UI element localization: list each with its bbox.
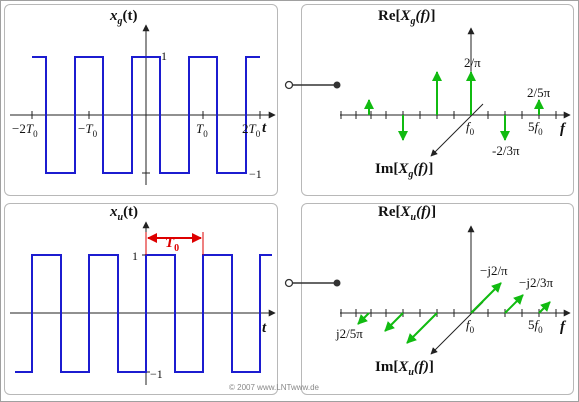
im-label-bottom: Im[Xu(f)] (375, 359, 434, 378)
re-label-bottom: Re[Xu(f)] (378, 204, 436, 223)
amp-high-label-bottom: 1 (132, 249, 138, 263)
re-label-top: Re[Xg(f)] (378, 8, 436, 27)
amp-low-label-bottom: −1 (150, 367, 163, 381)
f-axis-label-top: f (560, 121, 567, 137)
t-axis-label-bottom: t (262, 320, 267, 336)
transform-connector-top (284, 80, 341, 90)
coef-label-j2-over-5pi: j2/5π (335, 326, 363, 341)
copyright-notice: © 2007 www.LNTwww.de (229, 383, 319, 392)
coef-label-minus-2-over-3pi: -2/3π (492, 143, 520, 158)
transform-connector-bottom (284, 278, 341, 288)
square-wave-even (32, 56, 260, 174)
tick-label-2T0: 2T0 (242, 121, 261, 139)
square-wave-odd (15, 254, 272, 373)
f0-label-bottom: f0 (466, 317, 475, 335)
signal-label-xg: xg(t) (109, 8, 138, 27)
period-marker (145, 232, 204, 255)
coef-label-minus-j2-over-3pi: −j2/3π (519, 275, 554, 290)
f0-label-top: f0 (466, 119, 475, 137)
amp-high-label-top: 1 (161, 49, 167, 63)
amp-low-label-top: −1 (249, 167, 262, 181)
f-ticks-top (340, 111, 557, 119)
t-axis-label-top: t (262, 120, 267, 136)
spectral-lines-even (364, 71, 544, 141)
5f0-label-bottom: 5f0 (528, 317, 543, 335)
f-axis-label-bottom: f (560, 319, 567, 335)
im-axis-top (430, 103, 484, 157)
signal-label-xu: xu(t) (109, 204, 138, 223)
im-label-top: Im[Xg(f)] (375, 161, 433, 180)
tick-label-minus-2T0: −2T0 (12, 121, 38, 139)
panel-bottom-right (301, 203, 574, 395)
spectral-lines-odd (357, 282, 551, 344)
panel-top-left (4, 4, 278, 196)
tick-label-T0: T0 (196, 121, 208, 139)
coef-label-2-over-pi: 2/π (464, 55, 481, 70)
coef-label-minus-j2-over-pi: −j2/π (480, 263, 508, 278)
tick-label-minus-T0: −T0 (78, 121, 98, 139)
coef-label-2-over-5pi: 2/5π (527, 85, 551, 100)
5f0-label-top: 5f0 (528, 119, 543, 137)
f-ticks-bottom (340, 309, 557, 317)
period-label-T0: T0 (165, 235, 179, 254)
